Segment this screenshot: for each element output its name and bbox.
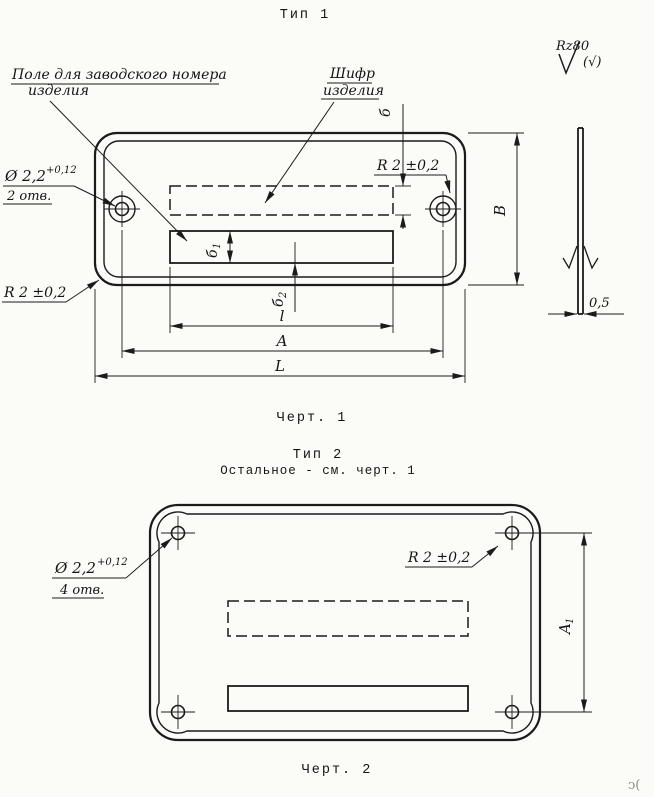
mounting-hole-top-left: [161, 516, 195, 550]
serial-field-rect: [227, 685, 469, 712]
plate-outer-contour: [93, 131, 467, 287]
mounting-hole-left: [104, 191, 140, 227]
dimension-L: L: [94, 289, 466, 383]
mounting-hole-bottom-left: [161, 695, 195, 729]
figure2: Тип 2 Остальное - см. черт. 1: [52, 448, 592, 778]
serial-field-rect: [169, 230, 394, 264]
stray-pen-mark: ↄ(: [628, 778, 640, 793]
dimension-label-b: б: [378, 108, 394, 117]
figure1: Тип 1 Rz80 (√): [2, 8, 624, 426]
leader-line: [264, 101, 335, 204]
dimension-A: A: [121, 230, 444, 358]
dimension-label-l: l: [280, 307, 285, 325]
roughness-tick-right-icon: [583, 245, 599, 270]
dimension-label-B: B: [491, 205, 509, 217]
figure2-subtitle: Остальное - см. черт. 1: [220, 464, 416, 478]
radius-value: R 2 ±0,2: [376, 158, 439, 174]
leader-line: [65, 279, 100, 303]
dimension-label-thickness: 0,5: [589, 296, 610, 311]
dimension-b: б: [378, 104, 411, 229]
dimension-label-b1-sub: 1: [212, 243, 223, 249]
dimension-label-b1: б: [205, 249, 221, 258]
leader-line: [49, 100, 188, 242]
dimension-label-b2: б: [271, 298, 287, 307]
plate-fig2: [148, 503, 542, 742]
dimension-label-A1-sub: 1: [565, 618, 576, 624]
radius-value: R 2 ±0,2: [407, 550, 470, 566]
figure1-caption: Черт. 1: [277, 411, 348, 426]
hole-spec-fig1: Ø 2,2 +0,12 2 отв.: [3, 165, 116, 207]
roughness-check-icon: [558, 41, 580, 76]
dimension-label-b2-sub: 2: [278, 292, 289, 299]
surface-roughness-note: Rz80 (√): [555, 39, 601, 76]
dimension-b1: б 1: [205, 231, 233, 263]
figure1-title: Тип 1: [280, 8, 331, 23]
serial-field-label: Поле для заводского номера изделия: [11, 67, 227, 242]
code-label-line2: изделия: [323, 83, 384, 99]
leader-line: [73, 185, 116, 207]
hole-tolerance: +0,12: [46, 165, 77, 176]
hole-spec-fig2: Ø 2,2 +0,12 4 отв.: [52, 537, 173, 599]
code-label-line1: Шифр: [329, 66, 375, 82]
serial-label-line2: изделия: [28, 83, 89, 99]
leader-line: [125, 537, 173, 579]
dimension-thickness: 0,5: [548, 296, 624, 317]
radius-callout-corner: R 2 ±0,2: [2, 279, 100, 303]
code-field-label: Шифр изделия: [264, 66, 384, 204]
roughness-value: Rz80: [555, 39, 589, 54]
dimension-label-A: A: [275, 332, 288, 350]
hole-diameter: Ø 2,2: [4, 167, 46, 185]
plate-inner-contour: [156, 511, 534, 734]
plate-outer-contour: [148, 503, 542, 742]
dimension-B: B: [468, 132, 524, 286]
figure2-title: Тип 2: [293, 448, 344, 463]
leader-line: [444, 174, 451, 194]
roughness-others: (√): [583, 55, 601, 70]
dimension-label-A1: A: [556, 623, 574, 636]
side-view: 0,5: [548, 127, 624, 317]
radius-callout-top: R 2 ±0,2: [374, 158, 451, 194]
dimension-b2: б 2: [271, 242, 298, 312]
leader-line: [471, 545, 499, 568]
hole-diameter: Ø 2,2: [54, 559, 96, 577]
dimension-l: l: [169, 267, 394, 333]
code-field-rect: [227, 600, 469, 637]
mounting-hole-top-right: [495, 516, 529, 550]
radius-value: R 2 ±0,2: [3, 285, 66, 301]
roughness-tick-left-icon: [562, 245, 578, 270]
dimension-A1: A 1: [519, 532, 592, 713]
hole-tolerance: +0,12: [97, 557, 128, 568]
figure2-caption: Черт. 2: [302, 763, 373, 778]
radius-callout-fig2: R 2 ±0,2: [405, 545, 499, 568]
hole-quantity: 4 отв.: [59, 583, 104, 598]
serial-label-line1: Поле для заводского номера: [11, 67, 227, 83]
dimension-label-L: L: [274, 357, 285, 375]
code-field-rect: [169, 185, 394, 216]
mounting-hole-right: [425, 191, 461, 227]
hole-quantity: 2 отв.: [6, 189, 51, 204]
plate-fig1: [93, 131, 467, 287]
